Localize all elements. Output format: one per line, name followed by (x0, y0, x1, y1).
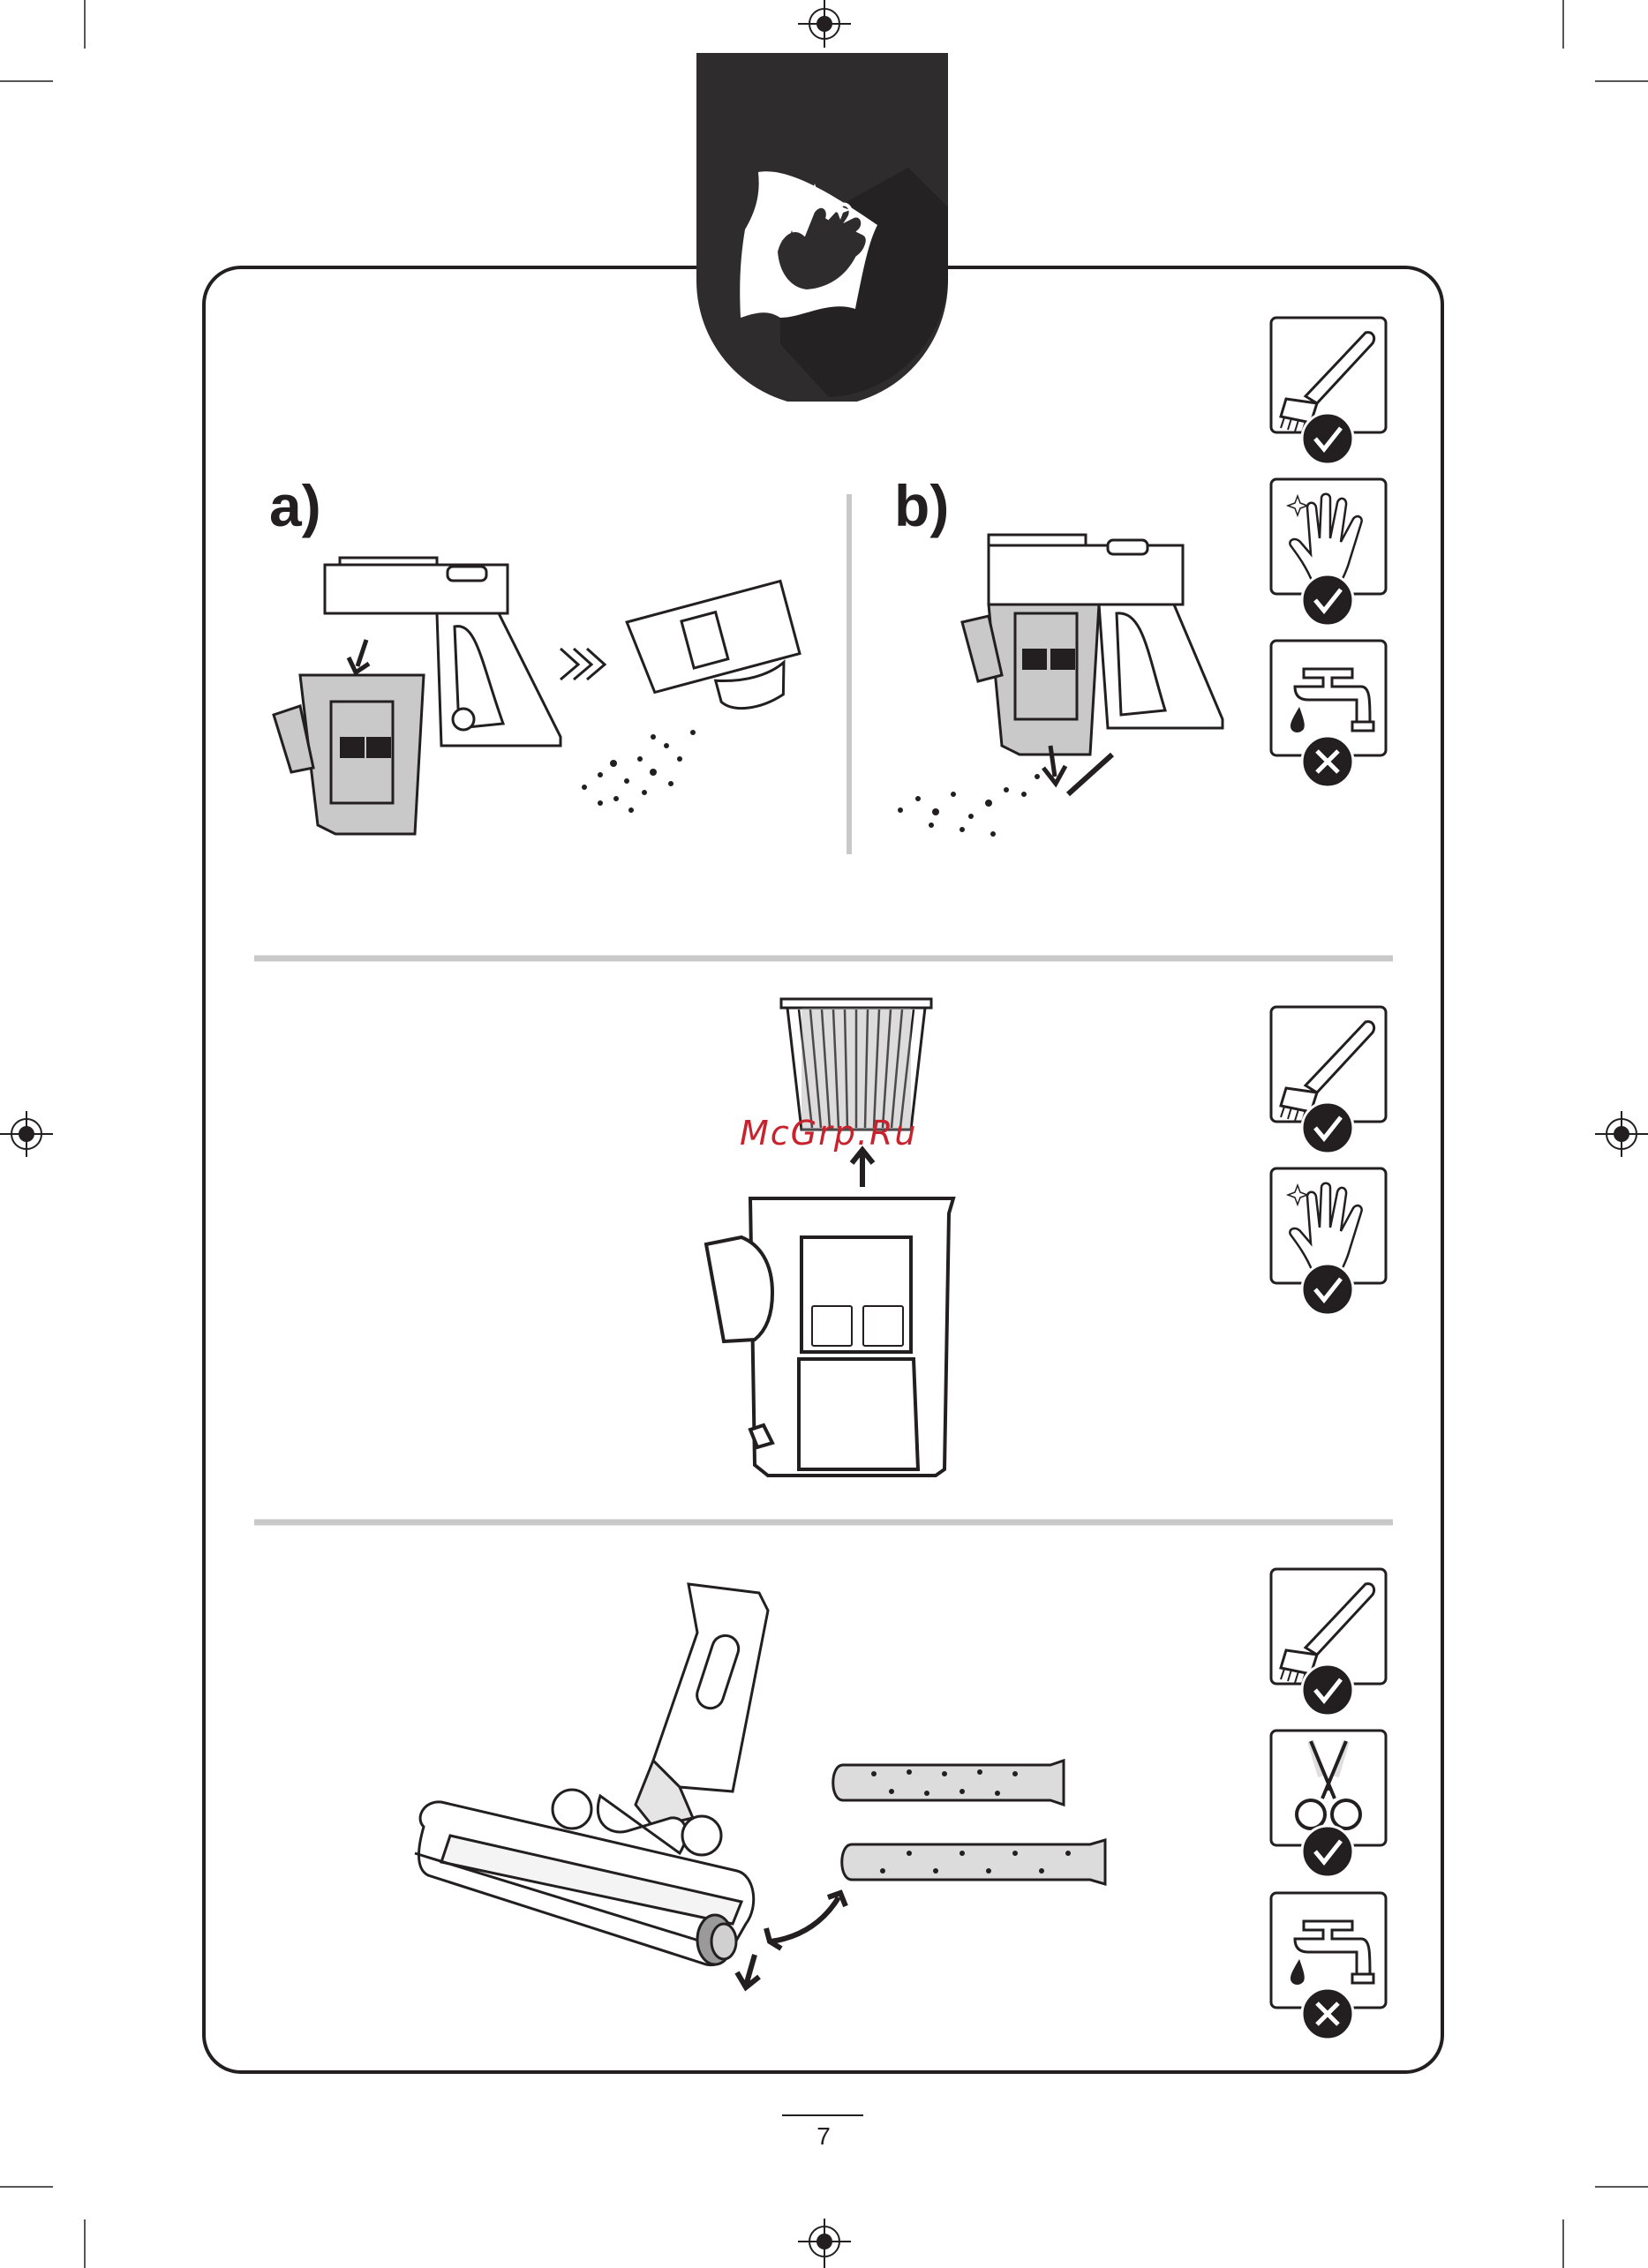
step-b-label: b) (894, 477, 949, 535)
brush-check-icon (1268, 1566, 1392, 1718)
faucet-cross-icon (1268, 1890, 1392, 2042)
brush-check-icon (1268, 315, 1392, 467)
scissors-check-icon (1268, 1728, 1392, 1880)
page-number-rule (782, 2113, 870, 2118)
illustration-empty-dust-bin (265, 547, 830, 865)
illustration-clean-dust-bin (892, 529, 1262, 847)
illustration-remove-brush-roll (388, 1571, 1112, 2047)
hand-check-icon (1268, 1166, 1392, 1318)
step-a-label: a) (269, 477, 321, 535)
hand-check-icon (1268, 477, 1392, 628)
brush-check-icon (1268, 1004, 1392, 1156)
header-badge (696, 53, 952, 402)
page-number: 7 (779, 2122, 868, 2151)
faucet-cross-icon (1268, 638, 1392, 790)
watermark: McGrp.Ru (740, 1114, 917, 1153)
illustration-remove-filter (689, 988, 971, 1483)
